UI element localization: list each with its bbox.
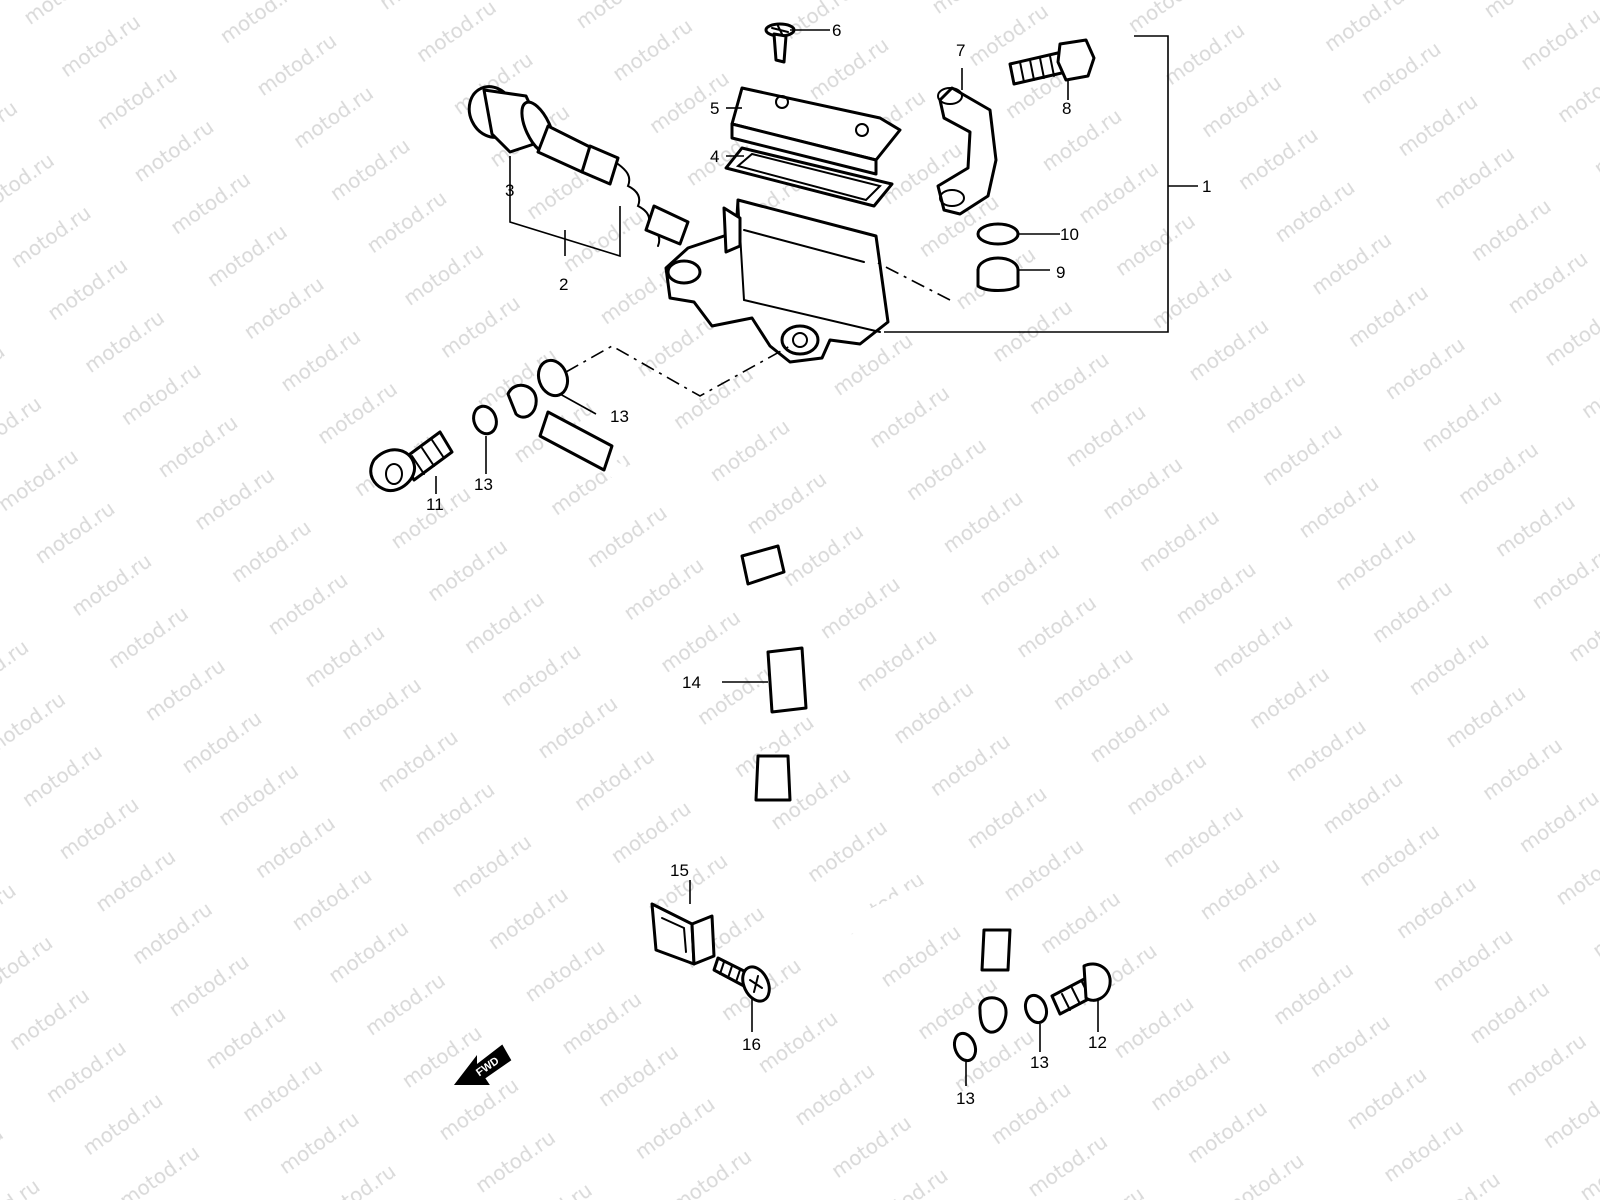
reservoir-plug	[976, 256, 1020, 292]
callout-5: 5	[710, 99, 719, 118]
callout-8: 8	[1062, 99, 1071, 118]
callout-4: 4	[710, 147, 719, 166]
callout-15: 15	[670, 861, 689, 880]
callout-13c: 13	[956, 1089, 975, 1108]
callout-11: 11	[426, 495, 444, 514]
callout-3: 3	[505, 181, 514, 200]
washer-13c	[952, 1031, 978, 1063]
master-cylinder-body	[664, 198, 890, 364]
handlebar-clamp	[936, 86, 998, 216]
clamp-bolt	[1008, 38, 1096, 86]
cap-screw	[764, 22, 796, 64]
callout-labels: 1 2 3 4 5 6 7 8 9 10 11 12 13 13 13 13 1…	[426, 21, 1211, 1108]
union-bolt-upper	[369, 430, 454, 493]
callout-6: 6	[832, 21, 841, 40]
o-ring	[976, 222, 1020, 246]
clamp-screw	[712, 956, 771, 1003]
union-bolt-lower	[1050, 962, 1112, 1016]
leader-lines	[435, 29, 1198, 1086]
hose-clamp	[650, 902, 716, 966]
callout-1: 1	[1202, 177, 1211, 196]
callout-13b: 13	[474, 475, 493, 494]
callout-12: 12	[1088, 1033, 1107, 1052]
callout-14: 14	[682, 673, 701, 692]
washer-13d	[1023, 993, 1049, 1025]
reservoir-cap	[730, 86, 902, 176]
callout-13d: 13	[1030, 1053, 1049, 1072]
washer-13a	[536, 358, 570, 398]
brake-hose	[506, 383, 1012, 1034]
callout-7: 7	[956, 41, 965, 60]
washer-13b	[472, 404, 498, 436]
diaphragm	[724, 146, 894, 208]
callout-2: 2	[559, 275, 568, 294]
callout-10: 10	[1060, 225, 1079, 244]
callout-9: 9	[1056, 263, 1065, 282]
callout-16: 16	[742, 1035, 761, 1054]
callout-13a: 13	[610, 407, 629, 426]
piston-set	[467, 85, 690, 247]
